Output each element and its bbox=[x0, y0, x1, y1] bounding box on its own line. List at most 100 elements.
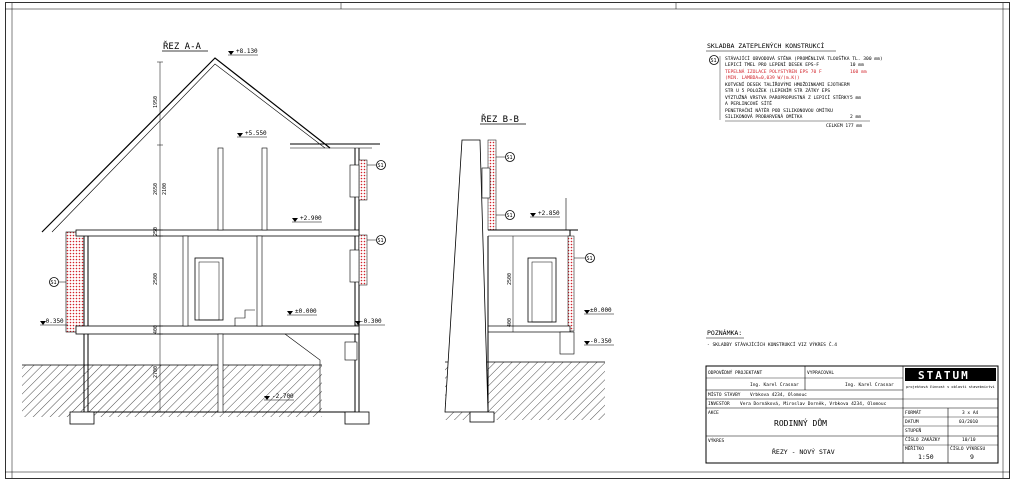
comp-line: PENETRAČNÍ NÁTĚR POD SILIKONOVOU OMÍTKU bbox=[725, 106, 833, 114]
section-b-title: ŘEZ B-B bbox=[481, 113, 519, 125]
svg-text:Ing. Karel Crasnar: Ing. Karel Crasnar bbox=[845, 382, 894, 388]
comp-line: A PERLINCOVÉ SÍTĚ bbox=[725, 99, 772, 107]
svg-text:ČÍSLO VÝKRESU: ČÍSLO VÝKRESU bbox=[950, 444, 986, 452]
svg-text:Vera Dornáková, Miroslav Dorně: Vera Dornáková, Miroslav Dorněk, Vrbkova… bbox=[740, 400, 887, 407]
comp-line: LEPICÍ TMEL PRO LEPENÍ DESEK EPS-F bbox=[725, 60, 819, 68]
composition-legend: SKLADBA ZATEPLENÝCH KONSTRUKCÍ S1 STÁVAJ… bbox=[706, 41, 883, 129]
comp-line: VÝZTUŽNÁ VRSTVA PAROPROPUSTNÁ Z LEPICÍ S… bbox=[725, 93, 850, 101]
svg-text:Vrbkova 4234, Olomouc: Vrbkova 4234, Olomouc bbox=[750, 392, 807, 398]
comp-total: CELKEM 177 mm bbox=[826, 123, 862, 129]
title-block: ODPOVĚDNÝ PROJEKTANT VYPRACOVAL Ing. Kar… bbox=[705, 365, 999, 464]
svg-text:FORMÁT: FORMÁT bbox=[905, 409, 922, 416]
svg-text:VÝKRES: VÝKRES bbox=[708, 437, 725, 444]
svg-text:S1: S1 bbox=[507, 155, 513, 161]
svg-text:400: 400 bbox=[507, 318, 513, 327]
svg-text:MÍSTO STAVBY: MÍSTO STAVBY bbox=[708, 390, 741, 398]
svg-text:S1: S1 bbox=[587, 256, 593, 262]
svg-text:INVESTOR: INVESTOR bbox=[708, 401, 730, 407]
svg-text:S1: S1 bbox=[507, 213, 513, 219]
s1-marker: S1 bbox=[367, 235, 386, 245]
svg-text:±0.000: ±0.000 bbox=[295, 308, 317, 315]
svg-text:+2.850: +2.850 bbox=[538, 210, 560, 217]
comp-line: (MIN. LAMBDA=0,039 W/(m.K)) bbox=[725, 75, 800, 81]
s1-marker: S1 bbox=[574, 253, 595, 263]
svg-text:S1: S1 bbox=[711, 58, 717, 64]
svg-text:03/2010: 03/2010 bbox=[959, 419, 978, 425]
svg-text:Ing. Karel Crasnar: Ing. Karel Crasnar bbox=[750, 382, 799, 388]
project-name: RODINNÝ DŮM bbox=[774, 417, 827, 428]
s1-marker: S1 bbox=[496, 210, 515, 220]
ground-hatch bbox=[22, 365, 322, 417]
statum-logo bbox=[905, 368, 996, 381]
comp-line: STÁVAJÍCÍ OBVODOVÁ STĚNA (PROMĚNLIVÁ TLO… bbox=[725, 54, 883, 62]
comp-line: KOTVENÍ DESEK TALÍŘOVÝMI HMOŽDINKAMI EJO… bbox=[725, 80, 850, 88]
level-mark: +5.550 bbox=[237, 130, 267, 138]
dim-a-6: 2700 bbox=[153, 366, 159, 378]
svg-text:AKCE: AKCE bbox=[708, 410, 719, 416]
dim-a-7: 400 bbox=[153, 325, 159, 334]
note: POZNÁMKA: - SKLADBY STÁVAJÍCÍCH KONSTRUK… bbox=[706, 328, 837, 348]
comp-line: TEPELNÁ IZOLACE POLYSTYREN EPS 70 F bbox=[725, 68, 822, 75]
svg-text:S1: S1 bbox=[378, 238, 384, 244]
svg-text:STATUM: STATUM bbox=[918, 369, 970, 382]
level-mark: -0.350 bbox=[40, 318, 68, 326]
svg-text:ODPOVĚDNÝ PROJEKTANT: ODPOVĚDNÝ PROJEKTANT bbox=[708, 368, 762, 376]
svg-text:3 x A4: 3 x A4 bbox=[962, 410, 979, 416]
svg-text:STUPEŇ: STUPEŇ bbox=[905, 427, 922, 434]
svg-text:2500: 2500 bbox=[507, 273, 513, 285]
s1-marker: S1 bbox=[367, 160, 386, 170]
section-b-b: ŘEZ B-B 2500 400 +2.850 bbox=[444, 113, 614, 423]
svg-text:+2.900: +2.900 bbox=[300, 215, 322, 222]
sheet-frame bbox=[5, 2, 1010, 479]
svg-text:-2.700: -2.700 bbox=[272, 393, 294, 400]
s1-marker: S1 bbox=[49, 277, 66, 287]
comp-value: 2 mm bbox=[850, 114, 861, 120]
level-mark: ±0.000 bbox=[287, 308, 317, 316]
svg-text:10/10: 10/10 bbox=[962, 437, 976, 443]
composition-title: SKLADBA ZATEPLENÝCH KONSTRUKCÍ bbox=[707, 41, 824, 50]
svg-text:projektová činnost v oblasti s: projektová činnost v oblasti stavebnictv… bbox=[906, 385, 995, 389]
comp-value: 160 mm bbox=[850, 69, 867, 75]
dim-a-3: 2100 bbox=[162, 183, 168, 195]
svg-text:VYPRACOVAL: VYPRACOVAL bbox=[807, 370, 834, 376]
dim-a-2: 2650 bbox=[153, 183, 159, 195]
comp-line: STR U 5 POLOŽEK (LEPENÍM STR ZÁTKY EPS bbox=[725, 86, 830, 94]
insulation-left bbox=[65, 231, 85, 333]
svg-text:S1: S1 bbox=[51, 280, 57, 286]
comp-value: 5 mm bbox=[850, 95, 861, 101]
s1-marker: S1 bbox=[496, 152, 515, 162]
floor-slab-attic bbox=[75, 229, 360, 237]
svg-text:MĚŘÍTKO: MĚŘÍTKO bbox=[905, 444, 924, 452]
level-mark: +8.130 bbox=[228, 48, 258, 56]
svg-text:-0.300: -0.300 bbox=[360, 318, 382, 325]
section-a-title: ŘEZ A-A bbox=[163, 40, 202, 52]
note-text: - SKLADBY STÁVAJÍCÍCH KONSTRUKCÍ VIZ VÝK… bbox=[707, 340, 837, 348]
level-mark: -0.350 bbox=[584, 338, 614, 346]
dim-a-1: 1950 bbox=[153, 96, 159, 108]
comp-value: 10 mm bbox=[850, 62, 864, 68]
svg-text:1:50: 1:50 bbox=[918, 453, 934, 461]
svg-text:±0.000: ±0.000 bbox=[590, 307, 612, 314]
svg-text:9: 9 bbox=[970, 453, 974, 461]
level-mark: -2.700 bbox=[264, 393, 294, 401]
note-title: POZNÁMKA: bbox=[707, 328, 742, 337]
comp-line: SILIKONOVÁ PROBARVENÁ OMÍTKA bbox=[725, 112, 803, 120]
floor-slab-ground bbox=[75, 325, 360, 335]
level-mark: -0.300 bbox=[355, 318, 385, 326]
svg-text:+5.550: +5.550 bbox=[245, 130, 267, 137]
svg-text:ČÍSLO ZAKÁZKY: ČÍSLO ZAKÁZKY bbox=[905, 435, 941, 443]
section-a-a: ŘEZ A-A bbox=[22, 40, 386, 425]
level-mark: ±0.000 bbox=[584, 307, 614, 315]
svg-text:-0.350: -0.350 bbox=[590, 338, 612, 345]
level-mark: +2.850 bbox=[530, 210, 560, 218]
level-mark: +2.900 bbox=[292, 215, 322, 223]
svg-text:-0.350: -0.350 bbox=[42, 318, 64, 325]
drawing-name: ŘEZY - NOVÝ STAV bbox=[772, 447, 835, 456]
roof-outline bbox=[41, 57, 331, 233]
svg-text:+8.130: +8.130 bbox=[236, 48, 258, 55]
svg-text:S1: S1 bbox=[378, 163, 384, 169]
dim-a-5: 2500 bbox=[153, 273, 159, 285]
svg-text:DATUM: DATUM bbox=[905, 419, 919, 425]
dim-a-4: 250 bbox=[153, 227, 159, 236]
